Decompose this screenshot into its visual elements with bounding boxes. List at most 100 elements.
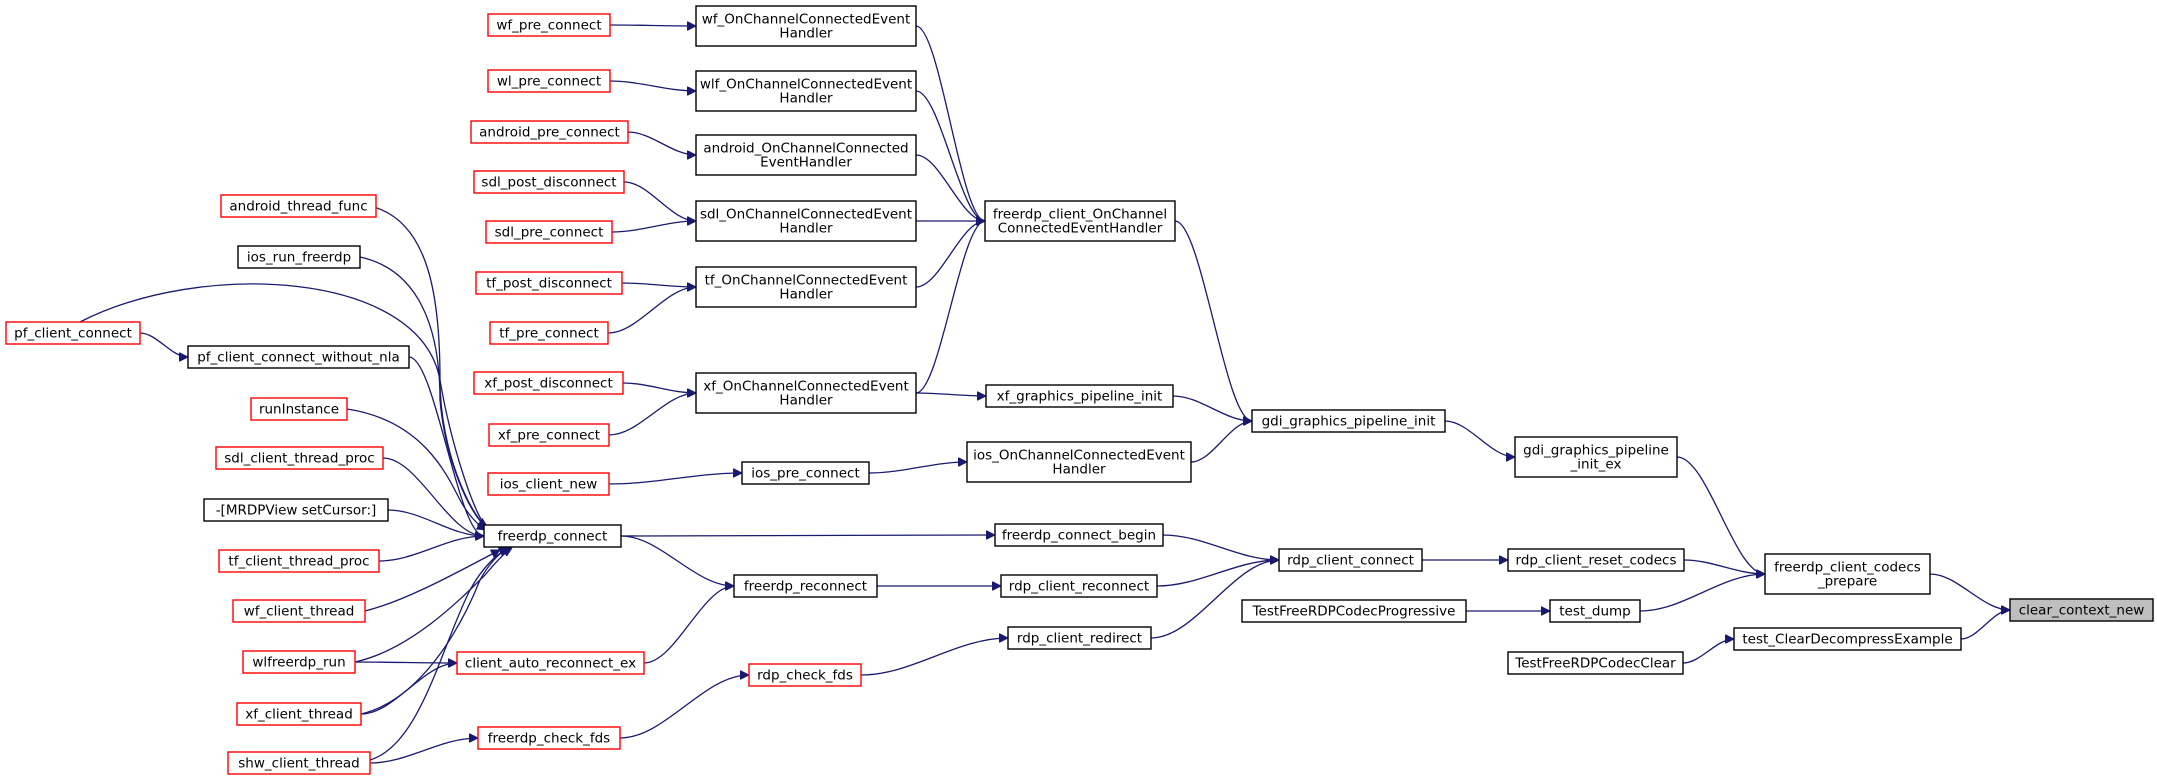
node-sdl-post-disconnect[interactable]: sdl_post_disconnect: [473, 170, 625, 194]
edge-wf-on-channel-connected-event-handler-to-freerdp-client-on-channel-connected-event-handler: [915, 25, 986, 221]
node-box: [695, 5, 917, 47]
node-freerdp-reconnect[interactable]: freerdp_reconnect: [733, 574, 878, 598]
node-xf-pre-connect[interactable]: xf_pre_connect: [488, 423, 610, 447]
node-box: [1733, 627, 1962, 651]
node-test-dump[interactable]: test_dump: [1549, 599, 1641, 623]
node-box: [2009, 598, 2154, 622]
node-sdl-pre-connect[interactable]: sdl_pre_connect: [485, 220, 613, 244]
node-label: freerdp_connect_begin: [1002, 528, 1156, 544]
edge-test-dump-to-freerdp-client-codecs-prepare: [1639, 574, 1765, 612]
node-xf-graphics-pipeline-init[interactable]: xf_graphics_pipeline_init: [985, 384, 1174, 408]
node-client-auto-reconnect-ex[interactable]: client_auto_reconnect_ex: [456, 651, 645, 675]
node-mrdpview-set-cursor[interactable]: -[MRDPView setCursor:]: [203, 498, 389, 522]
node-label: clear_context_new: [2019, 603, 2145, 619]
edge-android-pre-connect-to-android-on-channel-connected-event-handler: [627, 131, 696, 155]
node-label: freerdp_connect: [498, 529, 608, 545]
node-label: gdi_graphics_pipeline_init: [1262, 414, 1436, 430]
node-clear-context-new[interactable]: clear_context_new: [2009, 598, 2154, 622]
node-pf-client-connect-without-nla[interactable]: pf_client_connect_without_nla: [187, 345, 410, 369]
node-sdl-client-thread-proc[interactable]: sdl_client_thread_proc: [215, 446, 384, 470]
node-label: gdi_graphics_pipeline: [1523, 443, 1669, 459]
node-label: wf_OnChannelConnectedEvent: [702, 12, 911, 28]
node-label: ios_pre_connect: [751, 466, 860, 482]
node-wl-pre-connect[interactable]: wl_pre_connect: [487, 69, 611, 93]
node-freerdp-connect[interactable]: freerdp_connect: [483, 524, 622, 548]
node-rdp-client-reconnect[interactable]: rdp_client_reconnect: [1000, 574, 1158, 598]
node-label: wlf_OnChannelConnectedEvent: [700, 77, 912, 93]
edge-xf-client-thread-to-client-auto-reconnect-ex: [360, 663, 457, 715]
node-box: [985, 384, 1174, 408]
node-rdp-client-redirect[interactable]: rdp_client_redirect: [1007, 626, 1152, 650]
node-box: [1007, 626, 1152, 650]
node-label: tf_pre_connect: [499, 326, 599, 342]
node-label: Handler: [1052, 462, 1106, 478]
node-box: [488, 423, 610, 447]
node-label: test_ClearDecompressExample: [1742, 632, 1952, 648]
edge-shw-client-thread-to-freerdp-check-fds: [369, 738, 478, 764]
node-ios-client-new[interactable]: ios_client_new: [487, 472, 610, 496]
node-label: xf_OnChannelConnectedEvent: [703, 379, 908, 395]
node-label: -[MRDPView setCursor:]: [216, 503, 377, 519]
node-label: wl_pre_connect: [497, 74, 601, 90]
node-box: [733, 574, 878, 598]
node-xf-client-thread[interactable]: xf_client_thread: [236, 702, 362, 726]
node-box: [227, 751, 371, 775]
node-tf-client-thread-proc[interactable]: tf_client_thread_proc: [218, 549, 380, 573]
node-label: sdl_OnChannelConnectedEvent: [700, 207, 912, 223]
node-gdi-graphics-pipeline-init[interactable]: gdi_graphics_pipeline_init: [1251, 409, 1446, 433]
node-test-clear-decompress-example[interactable]: test_ClearDecompressExample: [1733, 627, 1962, 651]
node-box: [187, 345, 410, 369]
node-box: [232, 599, 366, 623]
node-box: [695, 372, 917, 414]
node-xf-post-disconnect[interactable]: xf_post_disconnect: [473, 371, 624, 395]
node-run-instance[interactable]: runInstance: [250, 397, 348, 421]
edge-mrdpview-set-cursor-to-freerdp-connect: [387, 509, 484, 536]
node-freerdp-check-fds[interactable]: freerdp_check_fds: [477, 726, 621, 750]
node-label: test_dump: [1559, 604, 1631, 620]
node-box: [242, 650, 356, 674]
node-rdp-check-fds[interactable]: rdp_check_fds: [748, 663, 862, 687]
node-freerdp-connect-begin[interactable]: freerdp_connect_begin: [994, 523, 1164, 547]
node-freerdp-client-codecs-prepare[interactable]: freerdp_client_codecs_prepare: [1764, 553, 1931, 595]
node-freerdp-client-on-channel-connected-event-handler[interactable]: freerdp_client_OnChannelConnectedEventHa…: [984, 200, 1176, 242]
node-label: ios_client_new: [500, 477, 598, 493]
node-test-free-rdpcodec-progressive[interactable]: TestFreeRDPCodecProgressive: [1241, 599, 1467, 623]
node-label: xf_post_disconnect: [484, 376, 613, 392]
edge-tf-client-thread-proc-to-freerdp-connect: [378, 536, 484, 562]
node-shw-client-thread[interactable]: shw_client_thread: [227, 751, 371, 775]
edge-wf-client-thread-to-freerdp-connect: [364, 549, 500, 612]
node-wf-client-thread[interactable]: wf_client_thread: [232, 599, 366, 623]
node-android-thread-func[interactable]: android_thread_func: [220, 194, 377, 218]
node-label: TestFreeRDPCodecProgressive: [1252, 604, 1456, 620]
edge-wf-pre-connect-to-wf-on-channel-connected-event-handler: [609, 25, 696, 26]
edge-freerdp-check-fds-to-rdp-check-fds: [619, 675, 749, 739]
node-label: rdp_client_reconnect: [1009, 579, 1149, 595]
node-android-pre-connect[interactable]: android_pre_connect: [470, 120, 629, 144]
node-box: [237, 245, 361, 269]
node-label: EventHandler: [760, 155, 852, 171]
node-gdi-graphics-pipeline-init-ex[interactable]: gdi_graphics_pipeline_init_ex: [1514, 436, 1678, 478]
node-label: runInstance: [259, 402, 339, 418]
node-pf-client-connect[interactable]: pf_client_connect: [5, 321, 141, 345]
node-label: _prepare: [1817, 574, 1877, 590]
edge-freerdp-connect-begin-to-rdp-client-connect: [1162, 534, 1279, 560]
node-label: TestFreeRDPCodecClear: [1514, 656, 1676, 672]
edge-freerdp-client-codecs-prepare-to-clear-context-new: [1929, 573, 2010, 610]
node-rdp-client-connect[interactable]: rdp_client_connect: [1278, 548, 1423, 572]
edge-gdi-graphics-pipeline-init-to-gdi-graphics-pipeline-init-ex: [1444, 420, 1516, 457]
node-tf-post-disconnect[interactable]: tf_post_disconnect: [475, 271, 623, 295]
node-ios-run-freerdp[interactable]: ios_run_freerdp: [237, 245, 361, 269]
node-ios-pre-connect[interactable]: ios_pre_connect: [741, 461, 870, 485]
node-wf-pre-connect[interactable]: wf_pre_connect: [487, 13, 611, 37]
node-tf-pre-connect[interactable]: tf_pre_connect: [489, 321, 609, 345]
node-rdp-client-reset-codecs[interactable]: rdp_client_reset_codecs: [1507, 548, 1685, 572]
node-wlfreerdp-run[interactable]: wlfreerdp_run: [242, 650, 356, 674]
node-test-free-rdpcodec-clear[interactable]: TestFreeRDPCodecClear: [1507, 651, 1684, 675]
